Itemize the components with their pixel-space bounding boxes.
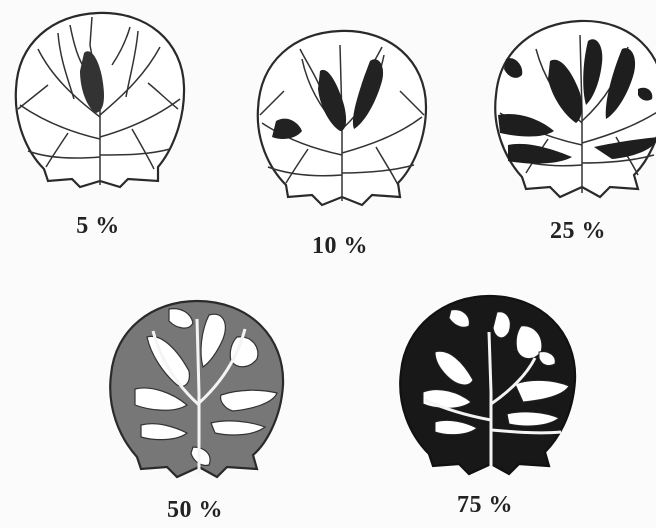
leaf-veins [424, 331, 562, 468]
severity-label: 75 % [457, 492, 513, 518]
severity-panel-1: 5 % [8, 5, 188, 239]
leaf-illustration [109, 299, 285, 479]
severity-panel-4: 50 % [105, 297, 285, 527]
leaf-veins [17, 16, 181, 185]
leaf-veins [151, 318, 247, 473]
severity-panel-3: 25 % [488, 15, 656, 245]
leaf-illustration [256, 29, 428, 207]
lesions [272, 59, 384, 139]
severity-label: 25 % [550, 218, 606, 244]
severity-label: 5 % [76, 213, 120, 239]
lesions [80, 51, 104, 113]
severity-panel-5: 75 % [395, 292, 577, 522]
severity-label: 10 % [312, 233, 368, 259]
leaf-illustration [494, 19, 656, 199]
lesions [498, 39, 656, 164]
severity-panel-2: 10 % [250, 25, 430, 259]
leaf-illustration [399, 294, 577, 476]
severity-label: 50 % [167, 497, 223, 523]
leaf-illustration [14, 11, 186, 189]
leaf-veins [259, 44, 425, 201]
healthy-tissue [422, 309, 570, 436]
